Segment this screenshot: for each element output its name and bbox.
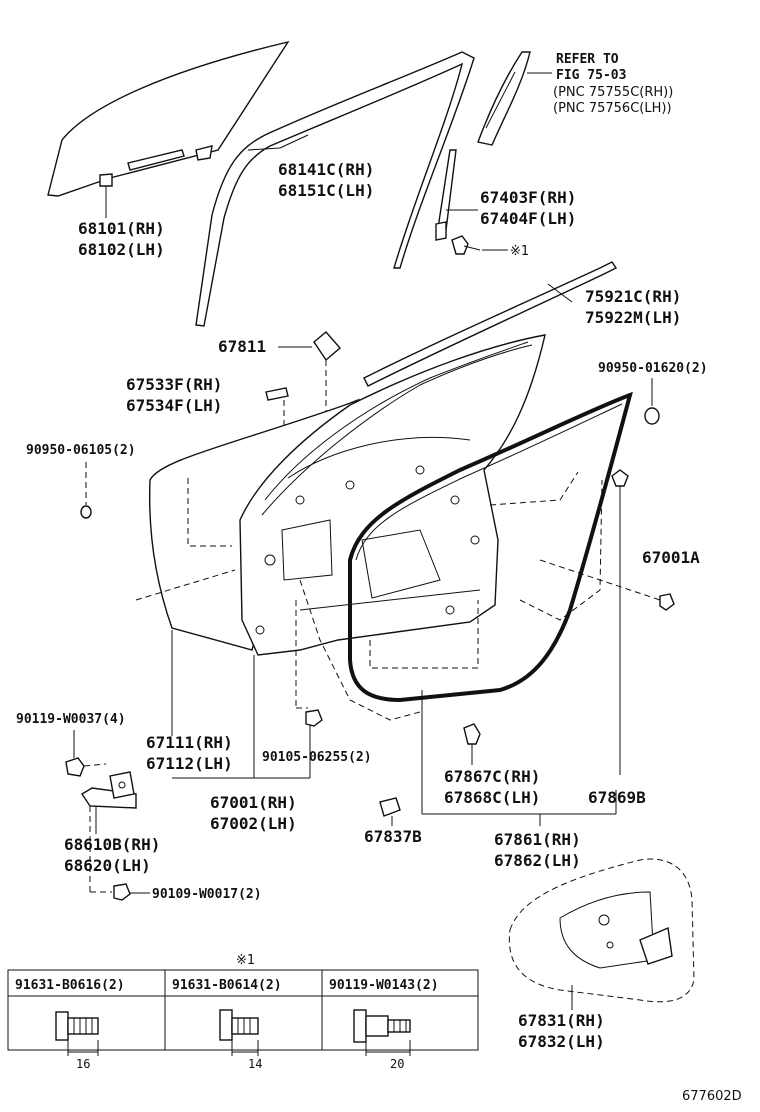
label-67001: 67001(RH)	[210, 793, 297, 812]
label-67837b: 67837B	[364, 827, 422, 846]
hole-plug-90950-06105	[80, 505, 92, 519]
clip-67837b	[379, 797, 401, 817]
label-68101: 68101(RH)	[78, 219, 165, 238]
label-refer-pnc-rh: (PNC 75755C(RH))	[553, 85, 673, 100]
fastener-col1-length: 16	[76, 1057, 90, 1071]
door-weatherstrip-67861	[348, 391, 633, 703]
clip-67001a	[659, 593, 675, 611]
fastener-col1-bolt	[55, 1011, 99, 1056]
label-67533f: 67533F(RH)	[126, 375, 222, 394]
service-hole-cover-67831	[508, 858, 695, 1003]
clip-67001a-upper	[611, 469, 629, 487]
label-90119-w0037: 90119-W0037(4)	[16, 712, 126, 727]
fastener-col1-part: 91631-B0616(2)	[15, 978, 125, 993]
door-glass-68101	[47, 40, 290, 197]
drawing-code: 677602D	[682, 1089, 742, 1104]
glass-run-68141c	[195, 51, 475, 327]
label-67862: 67862(LH)	[494, 851, 581, 870]
pad-67533f	[265, 387, 289, 401]
label-75921c: 75921C(RH)	[585, 287, 681, 306]
label-68141c: 68141C(RH)	[278, 160, 374, 179]
label-67002: 67002(LH)	[210, 814, 297, 833]
label-67831: 67831(RH)	[518, 1011, 605, 1030]
label-note-mark: ※1	[510, 244, 529, 259]
fastener-col3-bolt	[353, 1009, 411, 1056]
label-67811: 67811	[218, 337, 266, 356]
label-68610b: 68610B(RH)	[64, 835, 160, 854]
label-68151c: 68151C(LH)	[278, 181, 374, 200]
label-refer-pnc-lh: (PNC 75756C(LH))	[553, 101, 672, 116]
fastener-table: ※1 91631-B0616(2) 91631-B0614(2) 90119-W…	[7, 953, 479, 1056]
label-67001a: 67001A	[642, 548, 700, 567]
cover-67811	[313, 331, 341, 362]
pillar-cover-ref	[477, 51, 531, 146]
clip-67867c	[463, 723, 481, 745]
label-90950-01620: 90950-01620(2)	[598, 361, 708, 376]
fastener-col3-part: 90119-W0143(2)	[329, 978, 439, 993]
bolt-note1	[451, 235, 481, 255]
label-67111: 67111(RH)	[146, 733, 233, 752]
fastener-col2-length: 14	[248, 1057, 262, 1071]
fastener-col2-part: 91631-B0614(2)	[172, 978, 282, 993]
bolt-90119-w0037	[65, 757, 85, 777]
hinge-68610b	[81, 771, 137, 809]
label-refer-to: REFER TO	[556, 52, 619, 67]
fastener-col2-bolt	[219, 1009, 259, 1056]
label-67404f: 67404F(LH)	[480, 209, 576, 228]
belt-moulding-75921c	[363, 261, 618, 387]
label-67861: 67861(RH)	[494, 830, 581, 849]
hole-plug-90950-01620	[644, 407, 660, 425]
label-68620: 68620(LH)	[64, 856, 151, 875]
label-90950-06105: 90950-06105(2)	[26, 443, 136, 458]
door-frame-inner	[239, 334, 546, 656]
label-90109-w0017: 90109-W0017(2)	[152, 887, 262, 902]
label-67868c: 67868C(LH)	[444, 788, 540, 807]
label-67403f: 67403F(RH)	[480, 188, 576, 207]
label-67832: 67832(LH)	[518, 1032, 605, 1051]
label-67867c: 67867C(RH)	[444, 767, 540, 786]
label-67534f: 67534F(LH)	[126, 396, 222, 415]
label-67869b: 67869B	[588, 788, 646, 807]
bolt-90109-w0017	[113, 883, 131, 901]
label-90105-06255: 90105-06255(2)	[262, 750, 372, 765]
label-67112: 67112(LH)	[146, 754, 233, 773]
rear-lower-sash-67403f	[435, 149, 457, 241]
fastener-table-note: ※1	[236, 953, 255, 968]
label-68102: 68102(LH)	[78, 240, 165, 259]
bolt-90105-06255	[305, 709, 323, 727]
fastener-col3-length: 20	[390, 1057, 404, 1071]
label-refer-fig: FIG 75-03	[556, 68, 626, 83]
label-75922m: 75922M(LH)	[585, 308, 681, 327]
